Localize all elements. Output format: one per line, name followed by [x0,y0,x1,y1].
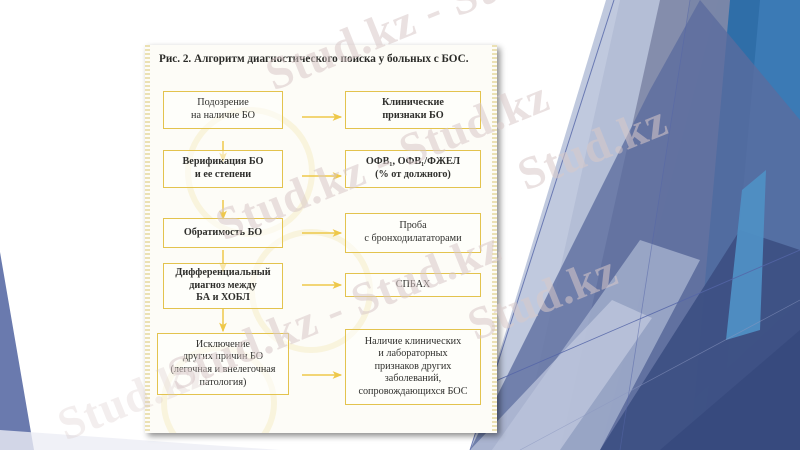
figure-image-card: Рис. 2. Алгоритм диагностического поиска… [145,45,497,433]
flowchart: Подозрение на наличие БО Клинические при… [145,45,497,433]
flow-arrows [219,113,343,379]
figure-title: Рис. 2. Алгоритм диагностического поиска… [159,53,469,65]
bg-hairline-2 [619,0,691,450]
flow-node-n5: Обратимость БО [163,218,283,248]
flow-node-n6: Проба с бронходилататорами [345,213,481,253]
flow-node-n7: Дифференциальный диагноз между БА и ХОБЛ [163,263,283,309]
flow-node-n9: Исключение других причин БО (легочная и … [157,333,289,395]
flow-node-label: Наличие клинических и лабораторных призн… [358,335,468,397]
card-right-edge [492,45,497,433]
flow-node-label: Обратимость БО [183,226,263,238]
flow-node-label: Верификация БО и ее степени [182,156,264,180]
flow-node-n2: Клинические признаки БО [345,91,481,129]
flow-node-label: Исключение других причин БО (легочная и … [170,338,276,388]
flow-node-label: Дифференциальный диагноз между БА и ХОБЛ [175,267,271,304]
flow-node-n8: СПБАХ [345,273,481,297]
bg-shape-light-lower-2 [470,300,652,450]
figure-card-inner: Рис. 2. Алгоритм диагностического поиска… [145,45,497,433]
flow-node-n10: Наличие клинических и лабораторных призн… [345,329,481,405]
bg-hairline-4 [519,299,800,450]
flow-node-label: ОФВ₁, ОФВ₁/ФЖЕЛ (% от должного) [365,156,461,180]
flow-node-n3: Верификация БО и ее степени [163,150,283,188]
card-left-edge [145,45,150,433]
bg-shape-bright-sliver [726,170,766,340]
bg-hairline-3 [469,249,800,393]
bg-shape-bottom-tint [0,430,280,450]
flow-node-n4: ОФВ₁, ОФВ₁/ФЖЕЛ (% от должного) [345,150,481,188]
flow-node-label: Клинические признаки БО [382,97,444,121]
flow-node-label: Подозрение на наличие БО [191,97,255,121]
bg-shape-navy-2 [660,330,800,450]
flow-node-label: СПБАХ [395,278,431,290]
bg-shape-left-wedge [0,252,34,450]
flow-node-n1: Подозрение на наличие БО [163,91,283,129]
flow-node-label: Проба с бронходилататорами [364,220,462,244]
bg-shape-pale [470,0,660,450]
